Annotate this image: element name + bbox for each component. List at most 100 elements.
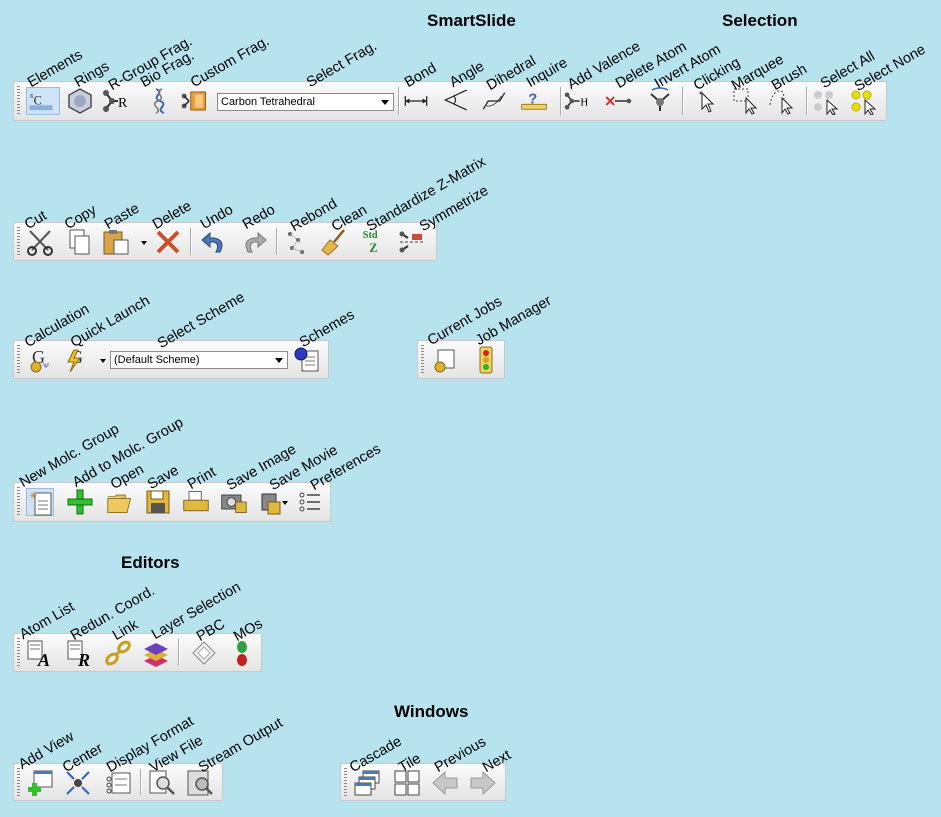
svg-text:A: A	[37, 650, 50, 667]
preferences-list-icon[interactable]	[296, 488, 324, 516]
scissors-icon[interactable]	[26, 228, 54, 256]
toolbar-grip[interactable]	[421, 345, 424, 374]
custom-frag-icon[interactable]	[180, 87, 214, 115]
save-disk-icon[interactable]	[144, 488, 172, 516]
add-valence-icon[interactable]: H	[564, 87, 600, 115]
pbc-icon[interactable]	[190, 639, 218, 667]
separator	[178, 639, 179, 666]
separator	[140, 769, 141, 795]
save-movie-icon[interactable]	[258, 488, 282, 516]
separator	[190, 228, 191, 255]
toolbar-grip[interactable]	[17, 768, 20, 796]
invert-atom-icon[interactable]	[646, 86, 674, 114]
rgroup-icon[interactable]: R	[102, 87, 130, 115]
svg-text:6: 6	[30, 94, 33, 100]
paste-dropdown-chevron-icon[interactable]	[141, 241, 147, 245]
current-jobs-icon[interactable]	[430, 346, 458, 374]
new-molecule-group-icon[interactable]: ✳	[26, 488, 54, 516]
copy-icon[interactable]	[66, 228, 94, 256]
angle-icon[interactable]	[442, 86, 476, 114]
inquire-icon[interactable]: ?	[520, 87, 554, 115]
center-icon[interactable]	[64, 769, 92, 797]
separator	[398, 87, 399, 115]
toolbar-grip[interactable]	[17, 487, 20, 517]
chevron-down-icon	[275, 358, 283, 363]
delete-atom-icon[interactable]	[604, 87, 640, 115]
marquee-cursor-icon[interactable]	[732, 87, 760, 115]
tile-icon[interactable]	[393, 769, 421, 797]
quick-launch-icon[interactable]: G	[64, 346, 92, 374]
toolbar-grip[interactable]	[17, 638, 20, 667]
link-chain-icon[interactable]	[104, 639, 132, 667]
add-molecule-group-icon[interactable]	[66, 488, 94, 516]
clicking-cursor-icon[interactable]	[692, 87, 720, 115]
job-manager-traffic-light-icon[interactable]	[472, 346, 500, 374]
symmetrize-icon[interactable]	[398, 228, 426, 256]
windows-toolbar	[340, 763, 506, 801]
svg-text:R: R	[118, 96, 128, 111]
smartslide-heading: SmartSlide	[427, 11, 516, 30]
brush-cursor-icon[interactable]	[768, 87, 796, 115]
undo-icon[interactable]	[200, 228, 228, 256]
rebond-icon[interactable]	[284, 228, 312, 256]
dihedral-icon[interactable]	[480, 87, 514, 115]
separator	[806, 87, 807, 115]
fragment-select[interactable]: Carbon Tetrahedral	[217, 93, 394, 111]
scheme-select-value: (Default Scheme)	[114, 354, 200, 366]
file-toolbar: ✳	[13, 482, 331, 522]
jobs-toolbar	[417, 340, 505, 379]
stream-output-icon[interactable]	[186, 769, 214, 797]
add-view-icon[interactable]	[26, 769, 54, 797]
view-file-icon[interactable]	[148, 769, 176, 797]
schemes-icon[interactable]	[294, 345, 322, 373]
svg-text:Z: Z	[369, 241, 377, 255]
select-all-icon[interactable]	[812, 87, 840, 115]
layer-selection-icon[interactable]	[142, 639, 170, 667]
redo-icon[interactable]	[240, 228, 268, 256]
save-movie-chevron-icon[interactable]	[282, 501, 288, 505]
separator	[682, 87, 683, 115]
svg-text:Ψ: Ψ	[43, 363, 49, 370]
toolbar-grip[interactable]	[17, 345, 20, 374]
redundant-coord-icon[interactable]: R	[66, 639, 94, 667]
svg-text:✳: ✳	[29, 491, 37, 502]
windows-heading: Windows	[394, 702, 469, 721]
paste-icon[interactable]	[102, 228, 130, 256]
previous-arrow-icon[interactable]	[431, 769, 459, 797]
stream-output-label: Stream Output	[196, 714, 286, 776]
view-toolbar	[13, 763, 223, 801]
svg-text:C: C	[34, 93, 42, 107]
separator	[560, 87, 561, 115]
quick-launch-chevron-icon[interactable]	[100, 359, 106, 363]
toolbar-grip[interactable]	[344, 768, 347, 796]
print-icon[interactable]	[182, 488, 214, 516]
atom-list-icon[interactable]: A	[26, 639, 54, 667]
save-image-camera-icon[interactable]	[220, 488, 252, 516]
svg-text:H: H	[580, 97, 588, 109]
svg-text:R: R	[77, 650, 90, 667]
delete-icon[interactable]	[154, 228, 182, 256]
open-folder-icon[interactable]	[106, 488, 138, 516]
select-none-icon[interactable]	[850, 87, 878, 115]
editors-toolbar: A R	[13, 633, 262, 672]
cascade-icon[interactable]	[353, 769, 381, 797]
scheme-select[interactable]: (Default Scheme)	[110, 351, 288, 369]
mos-icon[interactable]	[228, 639, 256, 667]
bio-frag-icon[interactable]	[148, 87, 176, 115]
toolbar-grip[interactable]	[17, 86, 20, 116]
rings-icon[interactable]	[66, 87, 94, 115]
next-arrow-icon[interactable]	[469, 769, 497, 797]
editors-heading: Editors	[121, 553, 180, 572]
svg-text:Std: Std	[363, 230, 378, 241]
display-format-icon[interactable]	[104, 769, 132, 797]
clean-broom-icon[interactable]	[320, 228, 348, 256]
bond-icon[interactable]	[402, 87, 436, 115]
toolbar-grip[interactable]	[17, 227, 20, 256]
selection-heading: Selection	[722, 11, 798, 30]
